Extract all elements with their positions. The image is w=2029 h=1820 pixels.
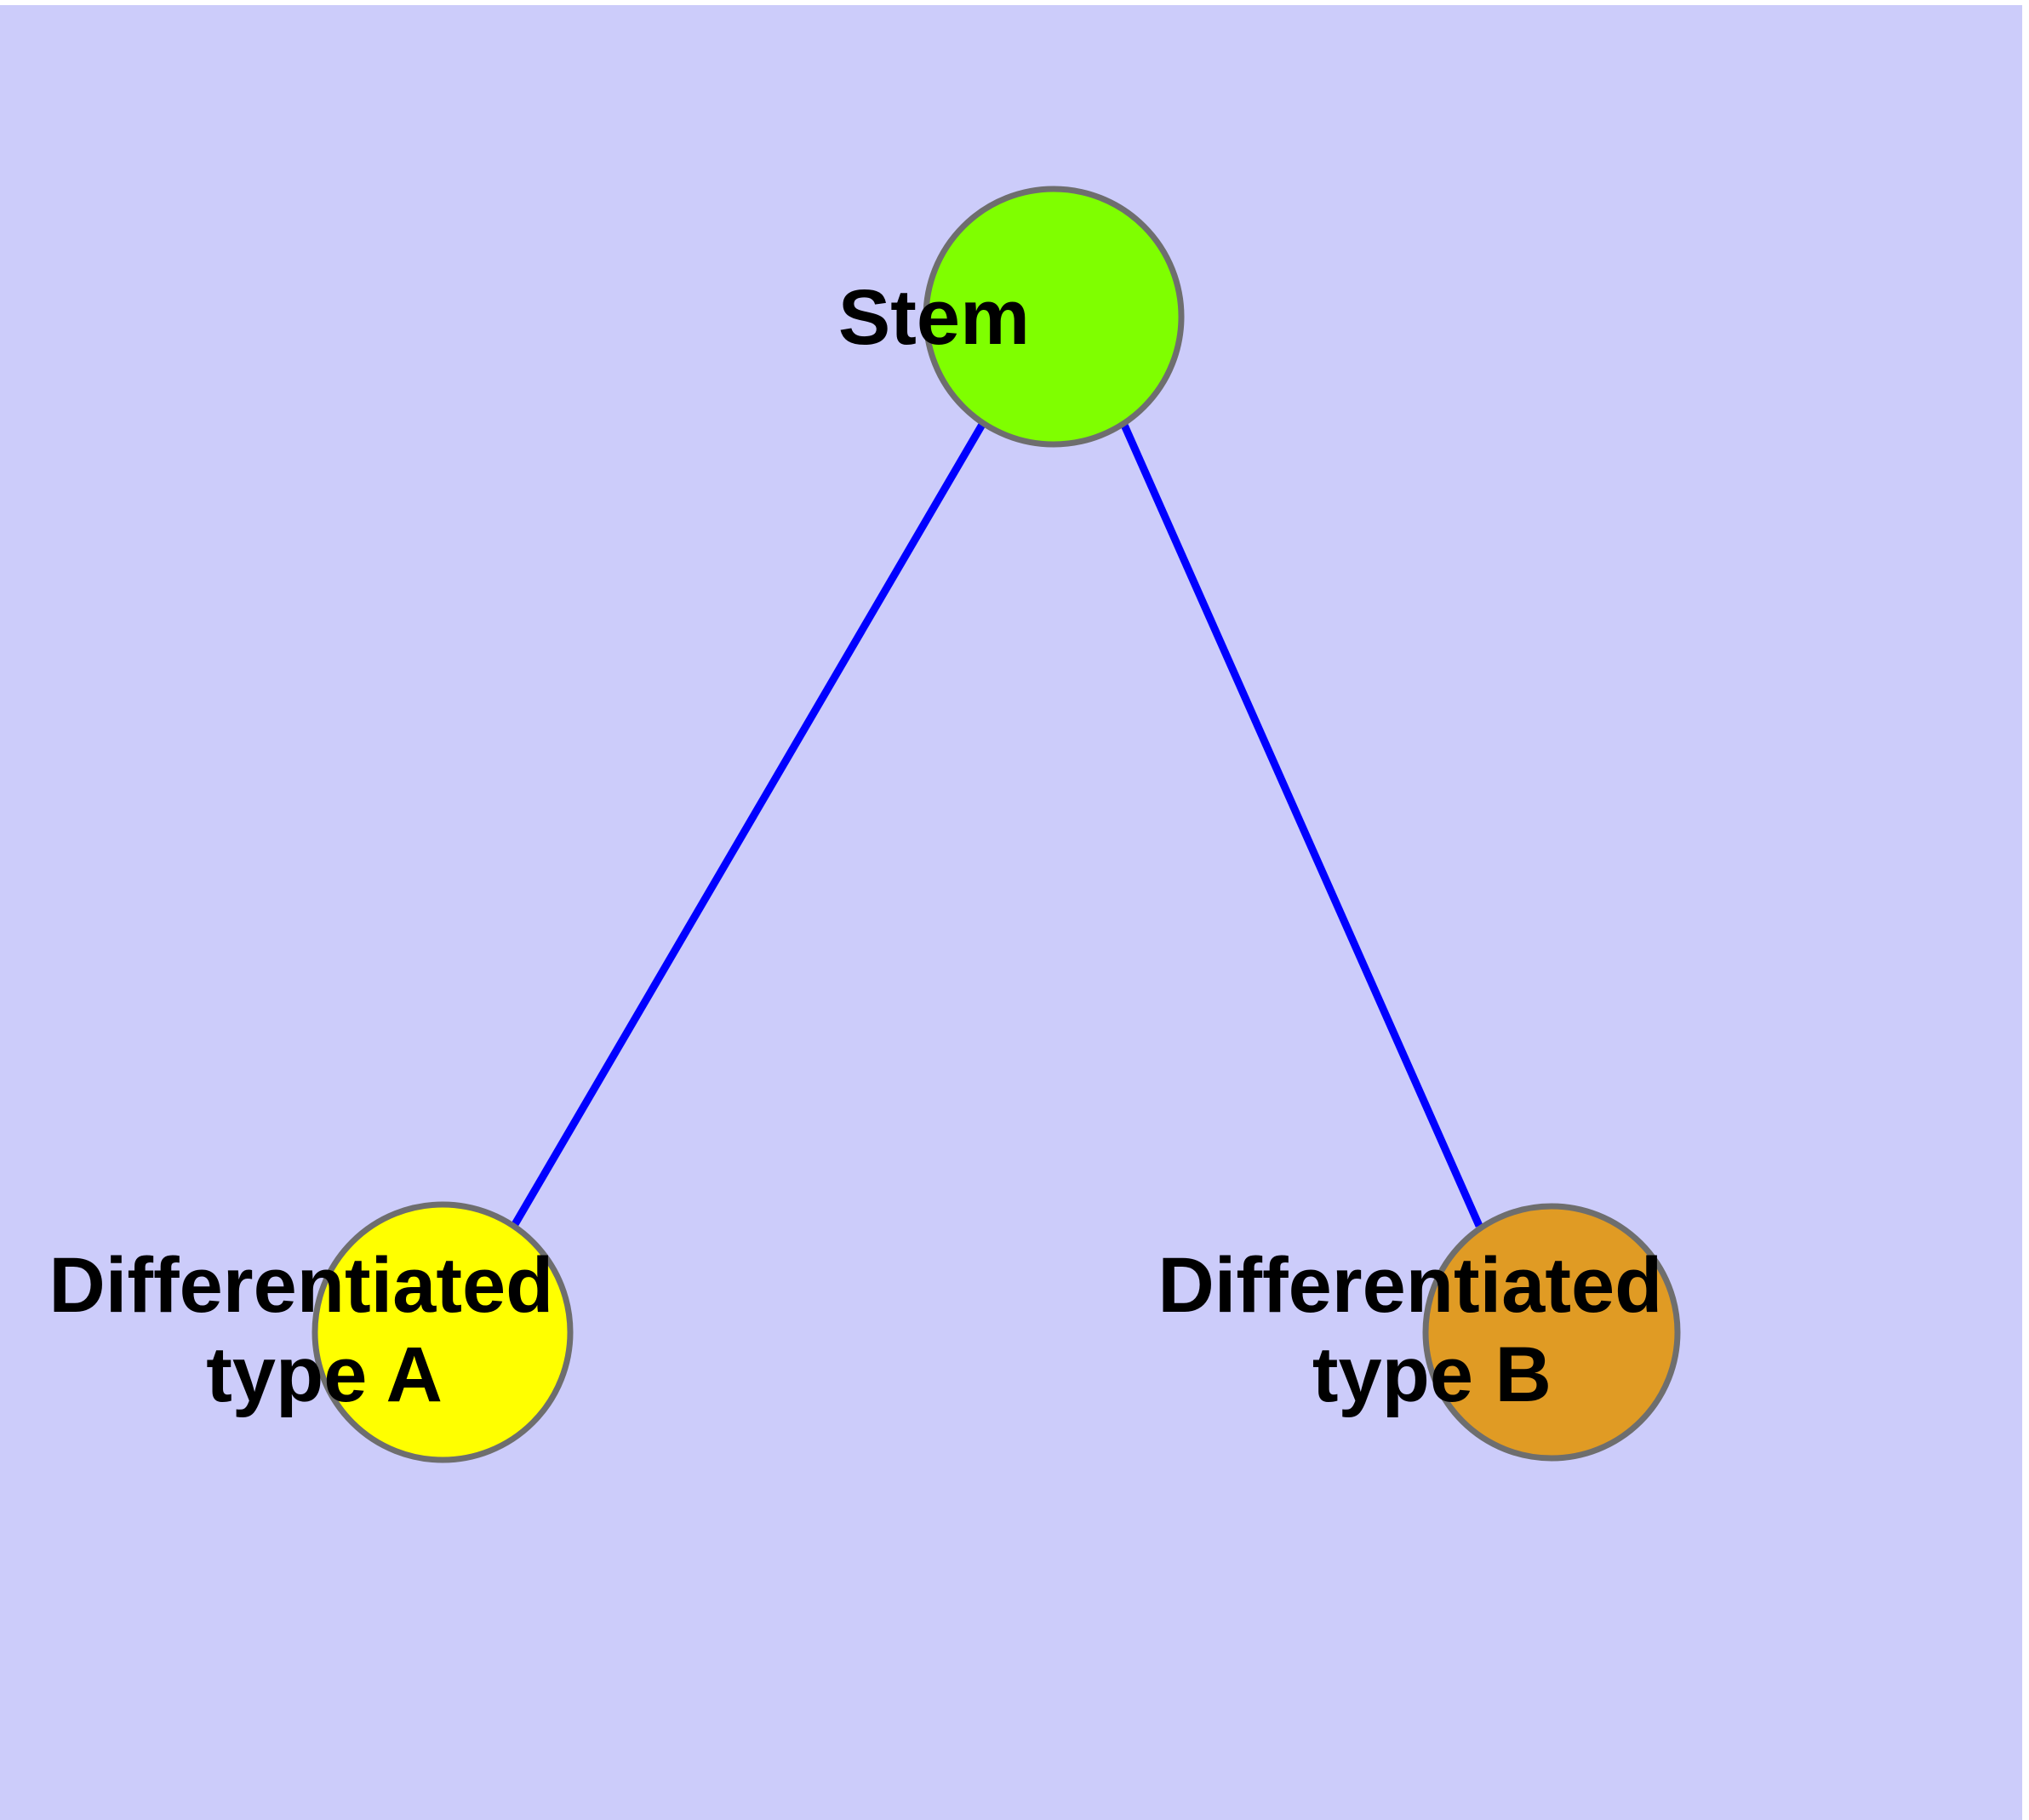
node-differentiated-type-b-label-line-2: type B [1312, 1331, 1552, 1418]
node-stem[interactable]: Stem [838, 186, 1269, 448]
node-differentiated-type-a-label-line-2: type A [206, 1331, 441, 1418]
node-stem-label: Stem [838, 274, 1269, 361]
node-differentiated-type-a-label: Differentiated type A [49, 1242, 836, 1418]
node-differentiated-type-a-label-line-1: Differentiated [49, 1242, 553, 1329]
node-link-diagram: Stem Differentiated type A Differentiate… [49, 186, 1945, 1463]
node-differentiated-type-b-circle[interactable] [1422, 1203, 1681, 1462]
node-stem-circle[interactable] [923, 186, 1185, 448]
node-stem-label-line-1: Stem [838, 274, 1030, 361]
node-layer: Stem Differentiated type A Differentiate… [49, 186, 1945, 1463]
node-differentiated-type-b-label-line-1: Differentiated [1157, 1242, 1662, 1329]
node-differentiated-type-a[interactable]: Differentiated type A [49, 1201, 836, 1463]
node-differentiated-type-b-label: Differentiated type B [1157, 1242, 1945, 1418]
node-differentiated-type-b[interactable]: Differentiated type B [1157, 1203, 1945, 1462]
edge-stem-to-differentiated-type-b[interactable] [1119, 421, 1483, 1228]
edge-layer [511, 421, 1483, 1228]
node-differentiated-type-a-circle[interactable] [311, 1201, 574, 1463]
diagram-background: Stem Differentiated type A Differentiate… [0, 5, 2022, 1820]
edge-stem-to-differentiated-type-a[interactable] [511, 421, 986, 1228]
